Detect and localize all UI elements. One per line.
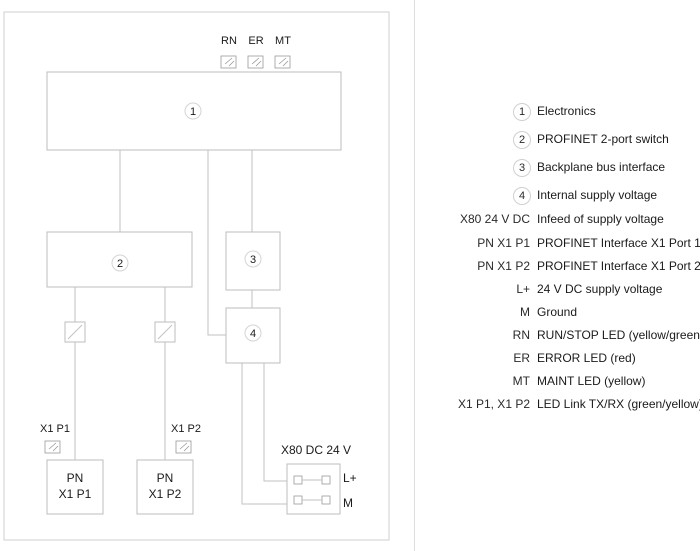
block-switch: 2 xyxy=(46,231,193,288)
legend-item: 4 Internal supply voltage xyxy=(418,186,700,205)
legend-key: MT xyxy=(512,374,530,388)
port-p1-link-label: X1 P1 xyxy=(40,423,70,435)
legend-item: PN X1 P2 PROFINET Interface X1 Port 2 xyxy=(418,257,700,275)
legend-description: 24 V DC supply voltage xyxy=(537,282,663,296)
block-electronics: 1 xyxy=(46,71,342,151)
block-supply: 4 xyxy=(225,307,281,364)
power-ground-label: M xyxy=(343,496,353,510)
led-rn-label: RN xyxy=(221,35,237,47)
power-connector: X80 DC 24 V L+ M xyxy=(281,443,357,515)
led-er: ER xyxy=(247,35,264,69)
legend-item: PN X1 P1 PROFINET Interface X1 Port 1 xyxy=(418,234,700,252)
isolation-symbol-p1 xyxy=(64,321,86,343)
block-supply-number: 4 xyxy=(250,328,256,340)
legend-key: 3 xyxy=(513,159,531,177)
port-p1-box-line2: X1 P1 xyxy=(59,487,92,501)
legend-key: RN xyxy=(512,328,530,342)
port-p1-box-line1: PN xyxy=(67,471,84,485)
port-p1: X1 P1 PN X1 P1 xyxy=(40,423,104,515)
legend-key: 1 xyxy=(513,103,531,121)
legend-key: 4 xyxy=(513,187,531,205)
legend-item: RN RUN/STOP LED (yellow/green) xyxy=(418,326,700,344)
block-backplane: 3 xyxy=(225,231,281,291)
legend-item: L+ 24 V DC supply voltage xyxy=(418,280,700,298)
legend-item: X1 P1, X1 P2 LED Link TX/RX (green/yellow… xyxy=(418,395,700,413)
legend-key: L+ xyxy=(516,282,530,296)
port-p2-box-line2: X1 P2 xyxy=(149,487,182,501)
port-p2-box-line1: PN xyxy=(157,471,174,485)
legend-key: 2 xyxy=(513,131,531,149)
legend-description: Internal supply voltage xyxy=(537,188,658,202)
block-electronics-number: 1 xyxy=(190,106,196,118)
port-p2: X1 P2 PN X1 P2 xyxy=(136,423,201,515)
legend-item: M Ground xyxy=(418,303,700,321)
legend-description: LED Link TX/RX (green/yellow) xyxy=(537,397,700,411)
terminal-plus xyxy=(293,475,331,485)
legend-description: ERROR LED (red) xyxy=(537,351,636,365)
legend-description: PROFINET Interface X1 Port 2 xyxy=(537,259,700,273)
led-er-label: ER xyxy=(248,35,263,47)
legend-item: ER ERROR LED (red) xyxy=(418,349,700,367)
legend-key: PN X1 P1 xyxy=(477,236,530,250)
led-mt: MT xyxy=(274,35,291,69)
block-switch-number: 2 xyxy=(117,258,123,270)
legend-description: Infeed of supply voltage xyxy=(537,212,664,226)
wires xyxy=(74,150,290,505)
led-mt-label: MT xyxy=(275,35,291,47)
legend-key: M xyxy=(520,305,530,319)
legend-description: PROFINET Interface X1 Port 1 xyxy=(537,236,700,250)
terminal-ground xyxy=(293,495,331,505)
block-backplane-number: 3 xyxy=(250,254,256,266)
legend-item: 3 Backplane bus interface xyxy=(418,158,700,177)
legend-description: Ground xyxy=(537,305,578,319)
power-plus-label: L+ xyxy=(343,471,357,485)
legend-item: 2 PROFINET 2-port switch xyxy=(418,130,700,149)
legend-description: Backplane bus interface xyxy=(537,160,666,174)
legend-key: ER xyxy=(513,351,530,365)
legend-description: RUN/STOP LED (yellow/green) xyxy=(537,328,700,342)
isolation-symbol-p2 xyxy=(154,321,176,343)
block-diagram: RN ER MT 1 2 3 4 X1 P1 xyxy=(3,11,390,541)
panel-divider xyxy=(414,0,415,551)
legend: 1 Electronics 2 PROFINET 2-port switch 3 Back… xyxy=(418,0,700,551)
legend-item: MT MAINT LED (yellow) xyxy=(418,372,700,390)
power-connector-label: X80 DC 24 V xyxy=(281,443,351,457)
legend-key: X1 P1, X1 P2 xyxy=(457,397,530,411)
legend-description: MAINT LED (yellow) xyxy=(537,374,646,388)
legend-description: PROFINET 2-port switch xyxy=(537,132,669,146)
legend-key: X80 24 V DC xyxy=(459,212,530,226)
port-p2-link-label: X1 P2 xyxy=(171,423,201,435)
legend-key: PN X1 P2 xyxy=(477,259,530,273)
legend-description: Electronics xyxy=(537,104,596,118)
legend-item: 1 Electronics xyxy=(418,102,700,121)
led-rn: RN xyxy=(220,35,237,69)
legend-item: X80 24 V DC Infeed of supply voltage xyxy=(418,210,700,228)
